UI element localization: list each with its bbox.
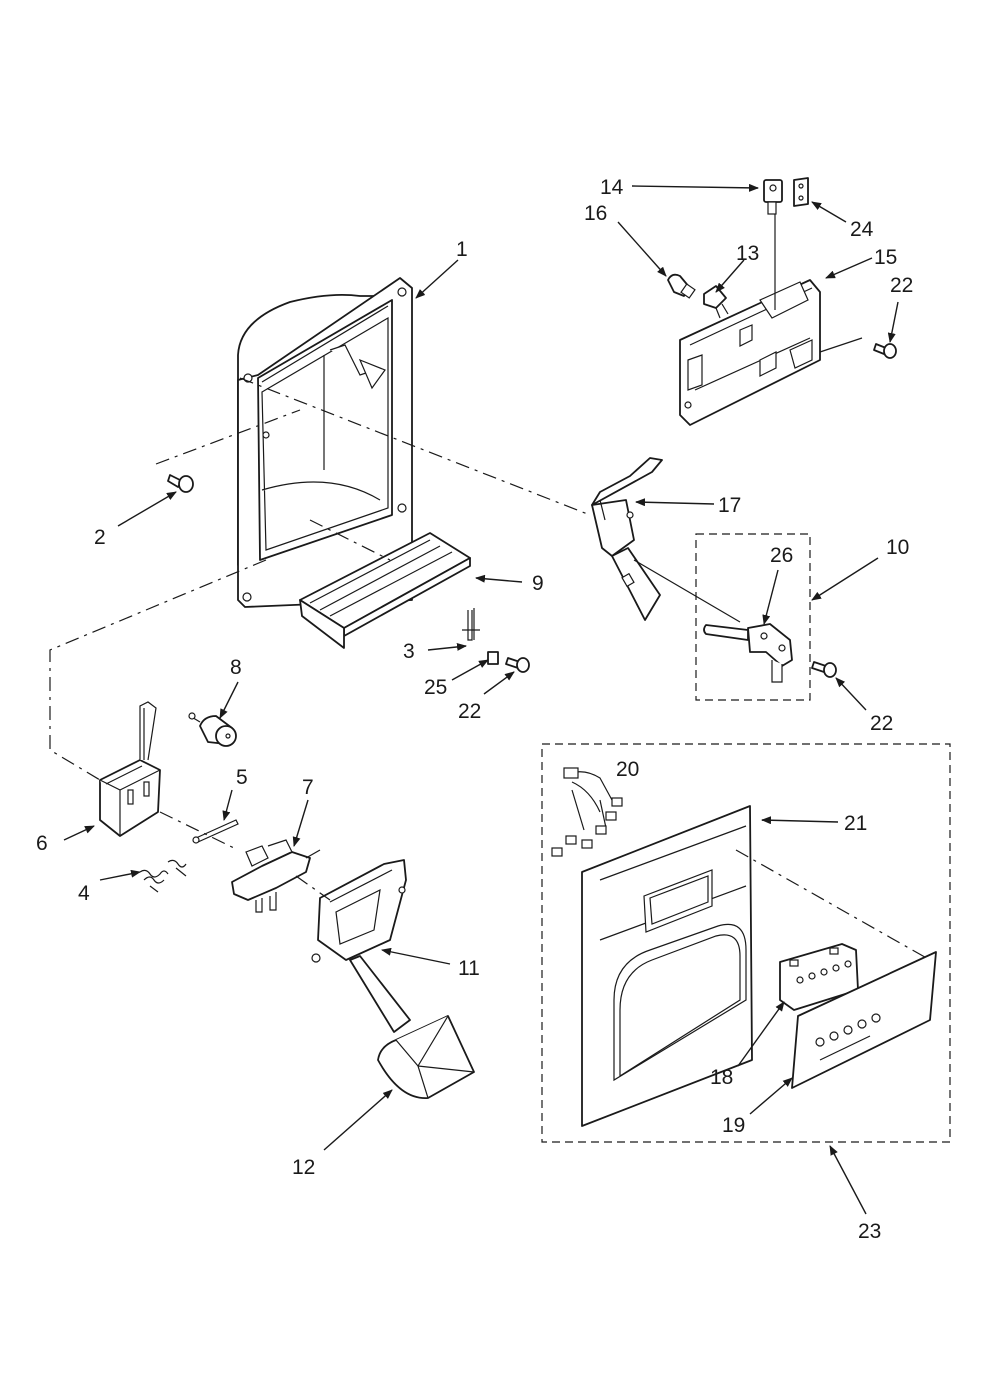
part-11-chute-door xyxy=(311,859,411,1033)
callout-15: 15 xyxy=(874,246,897,269)
callout-26: 26 xyxy=(770,544,793,567)
callout-18: 18 xyxy=(710,1066,733,1089)
part-9-drip-tray xyxy=(299,532,471,649)
callout-17: 17 xyxy=(718,494,741,517)
callout-12: 12 xyxy=(292,1156,315,1179)
callout-23: 23 xyxy=(858,1220,881,1243)
part-26-lever-arm xyxy=(633,559,793,683)
part-22-screw-tray xyxy=(505,657,530,673)
part-20-wire-harness xyxy=(551,767,623,857)
callout-24: 24 xyxy=(850,218,874,241)
part-1-dispenser-housing xyxy=(237,277,413,608)
callout-5: 5 xyxy=(236,766,248,789)
part-21-front-panel xyxy=(581,805,753,1127)
callout-7: 7 xyxy=(302,776,314,799)
callout-22-top: 22 xyxy=(890,274,913,297)
part-4-spring xyxy=(139,859,187,893)
part-8-solenoid xyxy=(188,712,237,747)
part-5-pin xyxy=(192,819,239,844)
part-17-lever xyxy=(591,457,663,621)
callout-20: 20 xyxy=(616,758,639,781)
part-22-screw-top xyxy=(819,337,897,359)
callout-14: 14 xyxy=(600,176,624,199)
callout-11: 11 xyxy=(458,957,480,980)
callout-2: 2 xyxy=(94,526,106,549)
callout-22-middle: 22 xyxy=(870,712,893,735)
callout-4: 4 xyxy=(78,882,90,905)
callout-1: 1 xyxy=(456,238,468,261)
callout-21: 21 xyxy=(844,812,867,835)
part-14-switch xyxy=(763,179,783,215)
part-16-bulb xyxy=(667,273,696,299)
callout-9: 9 xyxy=(532,572,544,595)
part-24-insulator xyxy=(793,177,809,207)
part-19-overlay-panel xyxy=(791,951,937,1089)
callout-19: 19 xyxy=(722,1114,745,1137)
callout-13: 13 xyxy=(736,242,759,265)
callout-labels: 1 2 3 4 5 6 7 8 9 10 11 12 13 14 15 16 1… xyxy=(36,176,913,1243)
part-3-spring-clip xyxy=(462,608,480,641)
callout-25: 25 xyxy=(424,676,447,699)
callout-10: 10 xyxy=(886,536,909,559)
callout-3: 3 xyxy=(403,640,415,663)
part-2-screw xyxy=(167,474,194,493)
part-12-chute xyxy=(377,1015,475,1099)
callout-leaders xyxy=(63,183,899,1215)
part-13-socket xyxy=(703,285,729,319)
part-15-housing xyxy=(679,214,821,426)
assembly-lines xyxy=(49,377,951,1143)
part-22-screw-middle xyxy=(811,661,837,678)
callout-22-tray: 22 xyxy=(458,700,481,723)
callout-8: 8 xyxy=(230,656,242,679)
part-25-plate xyxy=(487,651,499,665)
callout-16: 16 xyxy=(584,202,607,225)
callout-6: 6 xyxy=(36,832,48,855)
part-7-bracket xyxy=(231,839,321,913)
part-6-actuator xyxy=(99,701,161,837)
